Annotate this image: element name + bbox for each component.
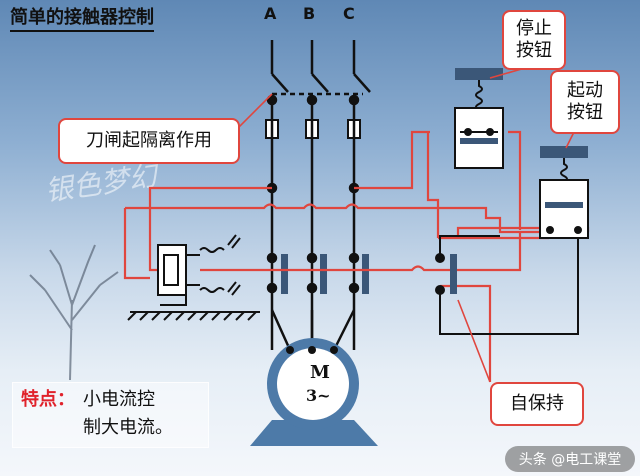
callout-knife-switch: 刀闸起隔离作用 xyxy=(58,118,240,164)
self-hold-contact xyxy=(450,254,457,294)
callout-stop-line1: 停止 xyxy=(516,18,552,40)
callout-self-hold-text: 自保持 xyxy=(510,393,564,415)
feature-note-line2: 制大电流。 xyxy=(83,417,173,438)
callout-start-line1: 起动 xyxy=(567,80,603,102)
callout-knife-switch-text: 刀闸起隔离作用 xyxy=(86,130,212,152)
callout-stop-line2: 按钮 xyxy=(516,40,552,61)
aux-control-loop xyxy=(435,235,579,335)
callout-start-button: 起动 按钮 xyxy=(550,70,620,134)
motor xyxy=(250,338,378,446)
knife-switch xyxy=(266,40,371,106)
main-contactor-contacts xyxy=(281,254,369,294)
callout-self-hold: 自保持 xyxy=(490,382,584,426)
callout-stop-button: 停止 按钮 xyxy=(502,10,566,70)
footer-badge: 头条 @电工课堂 xyxy=(505,446,635,472)
feature-note-line1: 小电流控 xyxy=(83,389,155,410)
start-push-button xyxy=(539,146,589,239)
callout-start-line2: 按钮 xyxy=(567,102,603,123)
stop-push-button xyxy=(454,68,504,169)
tree-silhouette xyxy=(29,244,119,381)
feature-note-label: 特点： xyxy=(21,389,75,410)
phase-label-c: C xyxy=(343,4,355,23)
ground-hatch xyxy=(127,311,260,321)
footer-source-text: 头条 @电工课堂 xyxy=(518,452,622,468)
phase-label-b: B xyxy=(303,4,316,23)
motor-label-m: M xyxy=(310,362,330,383)
main-phase-wires xyxy=(266,104,360,351)
page-title: 简单的接触器控制 xyxy=(10,9,154,32)
motor-label-phase: 3~ xyxy=(306,386,331,405)
phase-label-a: A xyxy=(264,4,277,23)
contactor-coil xyxy=(157,234,241,306)
feature-note: 特点： 小电流控 制大电流。 xyxy=(12,382,209,448)
